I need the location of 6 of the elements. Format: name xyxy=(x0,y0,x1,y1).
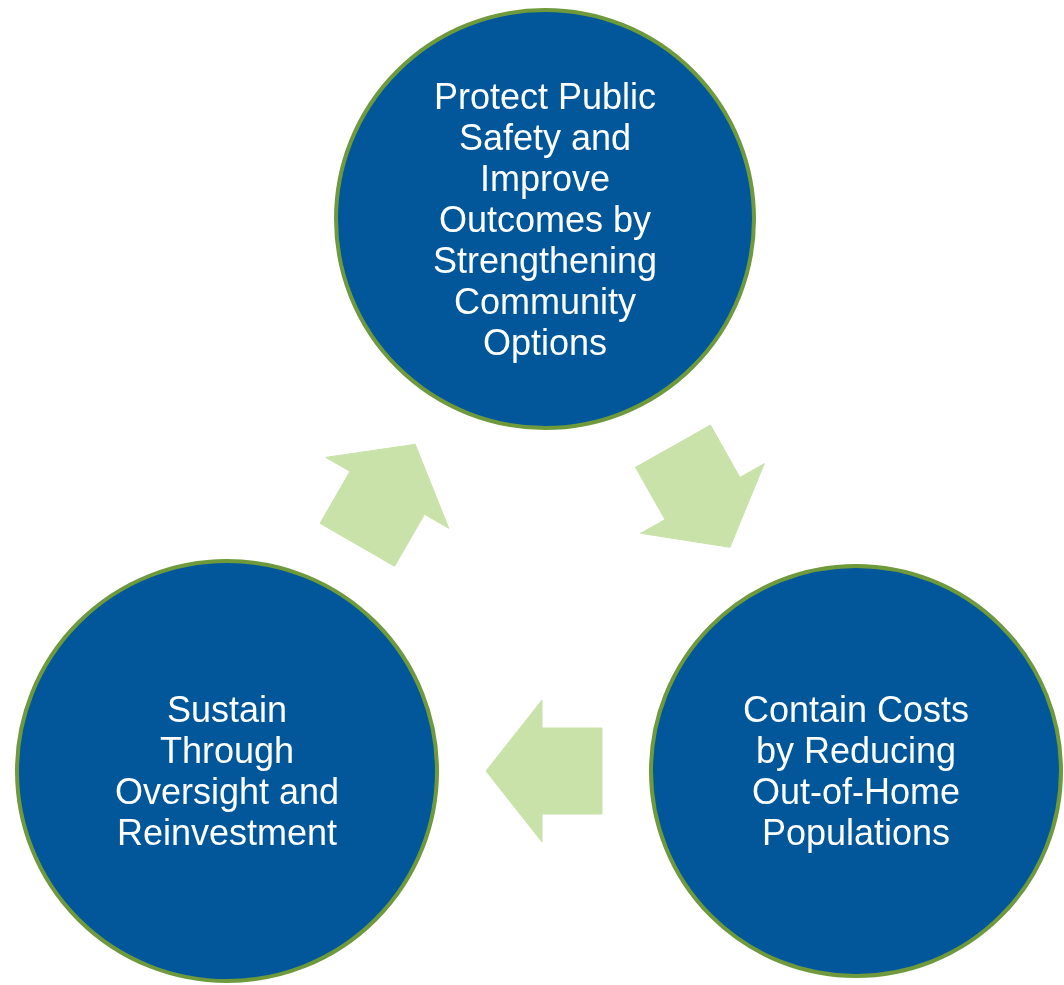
circle-text: Contain Costs by Reducing Out-of-Home Populations xyxy=(741,689,971,853)
block-arrow xyxy=(635,424,765,548)
circle-text: Protect Public Safety and Improve Outcomes by Strengthening Community Options xyxy=(431,75,659,363)
circle-text: Sustain Through Oversight and Reinvestment xyxy=(113,689,341,853)
block-arrow xyxy=(319,443,450,567)
block-arrow xyxy=(485,699,603,843)
